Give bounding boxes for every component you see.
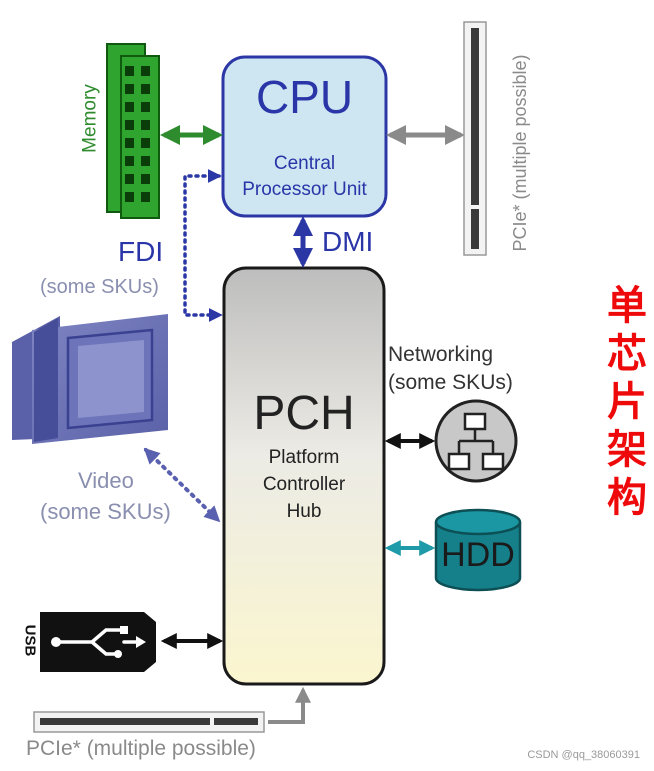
video-note: (some SKUs) xyxy=(40,499,171,524)
cpu-subtitle-line2: Processor Unit xyxy=(242,179,367,200)
pcie-top-label: PCIe* (multiple possible) xyxy=(510,54,530,252)
pch-title: PCH xyxy=(253,387,355,440)
networking-label: Networking xyxy=(388,343,494,366)
hdd-label: HDD xyxy=(441,536,515,574)
dmi-label: DMI xyxy=(322,226,374,257)
cpu-subtitle-line1: Central xyxy=(273,153,336,174)
fdi-label: FDI xyxy=(118,236,164,267)
networking-note: (some SKUs) xyxy=(388,371,513,394)
hdd-icon xyxy=(434,508,522,592)
watermark: CSDN @qq_38060391 xyxy=(527,749,640,761)
network-icon xyxy=(434,399,518,483)
pcie-bottom-slot xyxy=(33,711,265,733)
memory-icon xyxy=(106,43,160,219)
pcie-top-slot xyxy=(463,21,487,256)
fdi-arrow xyxy=(183,169,223,322)
pch-subtitle-line1: Platform xyxy=(268,447,340,468)
pch-box xyxy=(222,266,386,686)
cpu-title: CPU xyxy=(255,71,354,123)
usb-label: USB xyxy=(21,624,39,657)
video-label: Video xyxy=(78,468,134,493)
monitor-icon xyxy=(12,314,168,444)
pcie-bottom-arrow xyxy=(268,686,311,724)
fdi-note: (some SKUs) xyxy=(40,276,159,298)
memory-label: Memory xyxy=(79,84,101,153)
video-arrow xyxy=(143,447,221,523)
pch-subtitle-line3: Hub xyxy=(286,501,322,522)
pch-subtitle-line2: Controller xyxy=(262,474,346,495)
pcie-bottom-label: PCIe* (multiple possible) xyxy=(26,737,256,760)
usb-icon xyxy=(40,612,156,672)
side-title: 单芯片架构 xyxy=(607,283,647,521)
